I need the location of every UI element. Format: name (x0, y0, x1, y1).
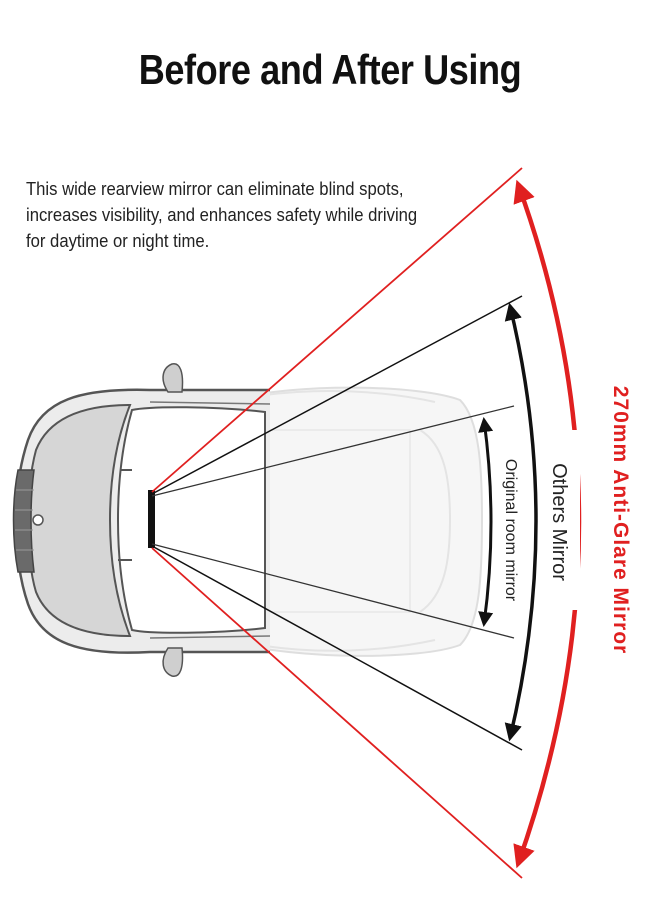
anti-glare-mirror-label: 270mm Anti-Glare Mirror (609, 386, 632, 654)
original-view-line-top (151, 405, 515, 497)
others-mirror-label: Others Mirror (548, 463, 570, 581)
car-illustration (12, 363, 271, 677)
ghost-car-side-line-top (264, 389, 436, 403)
ghost-car-side-line-bottom (264, 639, 436, 652)
car-grille (12, 469, 35, 573)
description-line-1: This wide rearview mirror can eliminate … (26, 178, 404, 199)
others-view-line-bottom (151, 545, 523, 751)
car-hood (26, 403, 132, 638)
ghost-car-rear-window (419, 429, 452, 613)
others-view-line-top (151, 295, 523, 495)
original-room-mirror-label: Original room mirror (502, 459, 519, 602)
right-side-mirror (162, 647, 184, 677)
wide-view-line-top (151, 167, 523, 493)
rearview-mirror (148, 490, 155, 548)
original-view-line-bottom (151, 543, 515, 639)
anti-glare-label-bg (606, 330, 640, 710)
car-wiper (118, 469, 132, 561)
page-title: Before and After Using (138, 46, 522, 93)
car-badge-icon (32, 514, 44, 526)
description-line-3: for daytime or night time. (26, 230, 210, 251)
description-line-2: increases visibility, and enhances safet… (26, 204, 418, 225)
original-mirror-range-arrow (478, 417, 494, 627)
description-text: This wide rearview mirror can eliminate … (26, 176, 458, 254)
wide-view-line-bottom (151, 547, 523, 879)
left-side-mirror (162, 363, 184, 393)
car-windshield (116, 406, 266, 634)
others-label-bg (540, 430, 580, 610)
car-roof-edge-top (149, 401, 271, 405)
others-mirror-range-arrow (504, 302, 538, 742)
